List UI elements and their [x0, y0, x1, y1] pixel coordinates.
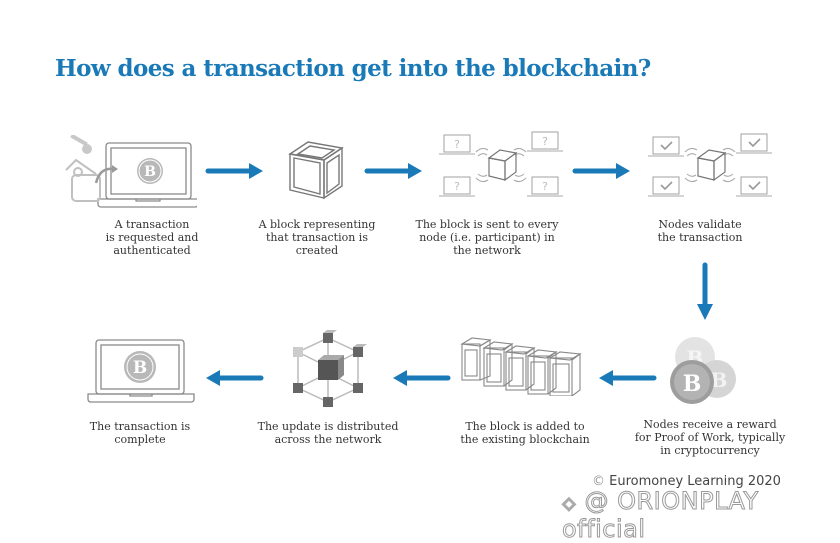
- svg-text:B: B: [683, 371, 702, 397]
- copyright-notice: © Euromoney Learning 2020: [592, 474, 781, 489]
- watermark-text: @ ORIONPLAY official: [562, 487, 759, 543]
- arrow-right-icon: [364, 163, 422, 179]
- step-caption-line: authenticated: [113, 244, 191, 257]
- step-caption-line: The update is distributed: [257, 420, 399, 433]
- network-cube-icon: [293, 330, 367, 407]
- page-title: How does a transaction get into the bloc…: [55, 55, 651, 82]
- laptop-bitcoin-icon: B: [87, 339, 195, 403]
- svg-text:?: ?: [454, 180, 460, 193]
- blockchain-cubes-icon: [460, 337, 582, 396]
- arrow-left-icon: [393, 370, 451, 386]
- step-caption-line: the existing blockchain: [460, 433, 590, 446]
- step-caption-line: the transaction: [657, 231, 743, 244]
- step-caption-line: the network: [453, 244, 521, 257]
- step-caption-line: is requested and: [105, 231, 199, 244]
- watermark-overlay: ◈ @ ORIONPLAY official: [561, 487, 840, 543]
- svg-text:B: B: [144, 164, 156, 180]
- block-cube-icon: [288, 141, 344, 200]
- svg-text:?: ?: [454, 138, 460, 151]
- svg-text:?: ?: [542, 135, 548, 148]
- arrow-right-icon: [205, 163, 263, 179]
- svg-text:B: B: [133, 358, 147, 378]
- copyright-icon: ©: [592, 474, 605, 489]
- copyright-text: Euromoney Learning 2020: [609, 474, 781, 489]
- step-caption-line: A transaction: [114, 218, 190, 231]
- binance-logo-icon: ◈: [561, 493, 577, 515]
- arrow-right-icon: [572, 163, 630, 179]
- step-caption-line: for Proof of Work, typically: [634, 431, 786, 444]
- step-caption-line: The transaction is: [89, 420, 191, 433]
- block-broadcast-nodes-check-icon: [648, 133, 772, 197]
- step-caption-line: in cryptocurrency: [660, 444, 760, 457]
- step-caption-line: complete: [114, 433, 166, 446]
- step-caption-line: across the network: [274, 433, 382, 446]
- step-caption-line: node (i.e. participant) in: [419, 231, 555, 244]
- step-caption-line: The block is added to: [465, 420, 585, 433]
- bitcoin-coins-icon: B B B: [670, 337, 736, 404]
- arrow-down-icon: [697, 262, 713, 320]
- step-caption-line: The block is sent to every: [415, 218, 559, 231]
- step-caption-line: Nodes receive a reward: [643, 418, 777, 431]
- step-caption-line: that transaction is: [266, 231, 368, 244]
- step-caption-line: A block representing: [258, 218, 376, 231]
- step-caption-line: created: [295, 244, 339, 257]
- step-caption-line: Nodes validate: [658, 218, 742, 231]
- svg-text:?: ?: [542, 180, 548, 193]
- arrow-left-icon: [599, 370, 657, 386]
- arrow-left-icon: [206, 370, 264, 386]
- laptop-bitcoin-wallet-key-icon: B: [65, 135, 197, 208]
- block-broadcast-nodes-question-icon: ?? ??: [439, 131, 563, 197]
- svg-text:B: B: [711, 368, 728, 392]
